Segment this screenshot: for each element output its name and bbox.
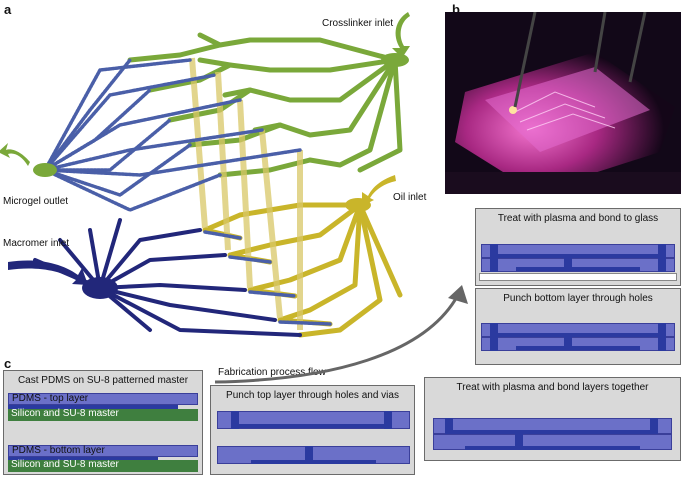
crosslinker-inlet-label: Crosslinker inlet [322,18,394,29]
step-punch-top-title: Punch top layer through holes and vias [226,390,399,401]
step-cast-pdms-title: Cast PDMS on SU-8 patterned master [17,375,189,386]
step-punch-top: Punch top layer through holes and vias [210,385,415,475]
bottom-channel [251,460,376,464]
step-bond-layers-title: Treat with plasma and bond layers togeth… [456,382,649,393]
step-cast-pdms: Cast PDMS on SU-8 patterned master PDMS … [3,370,203,475]
su8-pattern-bottom [8,457,158,460]
microgel-outlet-label: Microgel outlet [3,196,69,207]
final-hole-left [490,244,498,272]
stack-channel-bottom [516,346,640,350]
top-via-left [231,411,239,429]
outlet-channel-tree [43,58,332,326]
step-bond-glass: Treat with plasma and bond to glass [475,208,681,286]
flow-arrowhead-icon [448,285,468,304]
macromer-arrow-icon [8,260,88,285]
outlet-arrow-icon [0,143,30,166]
macromer-inlet-label: Macromer inlet [3,238,70,249]
top-channel [231,424,392,428]
pdms-top-layer: PDMS - top layer [8,393,198,405]
step-punch-bottom: Punch bottom layer through holes [475,288,681,365]
step-bond-layers: Treat with plasma and bond layers togeth… [424,377,681,461]
panel-label-a: a [4,2,12,17]
bonded-channel-bottom [465,446,640,450]
oil-inlet-label: Oil inlet [393,192,427,203]
through-hole-right [658,323,666,351]
fabrication-flow-label: Fabrication process flow [218,367,326,378]
bottom-via [305,446,313,460]
silicon-master-bottom: Silicon and SU-8 master [8,459,198,472]
silicon-master-top: Silicon and SU-8 master [8,408,198,421]
final-channel-bottom [516,267,640,271]
crosslinker-port [381,53,409,67]
bonded-via-center [515,434,523,446]
stack-channel-top [498,333,658,337]
final-via [564,258,572,268]
outlet-port [33,163,57,177]
macromer-port [82,277,118,299]
final-channel-top [498,254,658,258]
panel-label-c: c [4,356,12,371]
bonded-via-right [650,418,658,434]
glass-slide [479,273,677,281]
oil-arrow-icon [362,175,396,206]
process-flow-arrow [214,285,468,384]
device-photo [445,12,681,194]
step-bond-glass-title: Treat with plasma and bond to glass [497,213,659,224]
pdms-bottom-layer: PDMS - bottom layer [8,445,198,457]
through-hole-left [490,323,498,351]
top-via-right [384,411,392,429]
bonded-via-left [445,418,453,434]
step-punch-bottom-title: Punch bottom layer through holes [503,293,653,304]
crosslinker-arrow-icon [392,12,410,58]
device-schematic [0,12,410,338]
panel-label-b: b [452,2,460,17]
bonded-channel-top [445,430,658,434]
final-hole-right [658,244,666,272]
stack-via [564,337,572,347]
su8-pattern-top [8,405,178,409]
